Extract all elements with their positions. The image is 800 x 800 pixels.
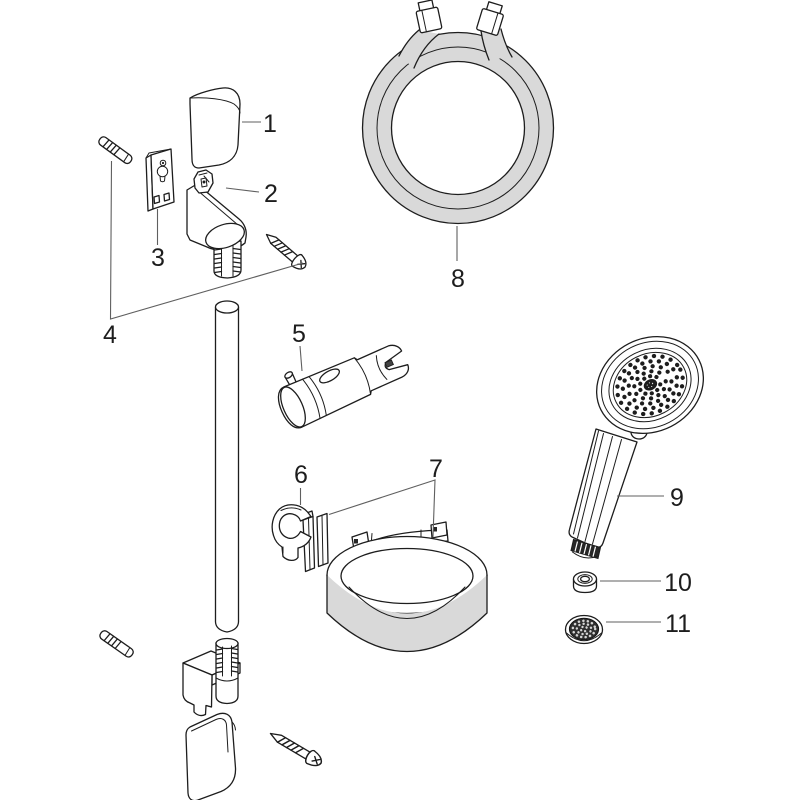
bracket-wall-plug	[213, 240, 242, 279]
part-label-11: 11	[665, 610, 691, 638]
part-label-7: 7	[429, 455, 443, 483]
bottom-cover-cap-icon	[185, 712, 237, 800]
ring-inner-rim	[340, 547, 474, 605]
screw-top-icon	[265, 233, 307, 270]
part-label-4: 4	[103, 321, 117, 349]
part-label-5: 5	[292, 320, 306, 348]
screw-bottom-icon	[269, 732, 323, 767]
part-label-8: 8	[451, 265, 465, 293]
part-label-10: 10	[664, 569, 692, 597]
part-label-6: 6	[294, 461, 308, 489]
keyhole-ring	[159, 159, 167, 167]
leader-5	[299, 345, 303, 372]
wall-mount-plate-icon	[145, 148, 175, 212]
bottom-bracket-icon	[182, 637, 241, 717]
nozzle-ring	[620, 358, 680, 412]
leader-4	[109, 160, 304, 320]
nozzle-ring	[615, 353, 685, 417]
bracket-barrel	[204, 222, 246, 250]
leader-lines	[109, 121, 664, 623]
slider-bracket-icon	[186, 169, 247, 279]
holder-oval-hole	[319, 368, 341, 384]
part-labels: 1 2 3 4 5 6 7 8 9 10 11	[103, 110, 692, 638]
nozzle-ring	[637, 374, 663, 396]
hose-right-fitting-icon	[476, 1, 504, 36]
spray-face	[595, 335, 705, 435]
shower-holder-icon	[277, 344, 410, 429]
shower-rail-icon	[214, 300, 240, 633]
filter-insert-icon	[564, 614, 604, 645]
leader-7	[328, 479, 436, 538]
holder-slot	[384, 359, 394, 368]
part-label-2: 2	[264, 180, 278, 208]
hose-left-tail	[399, 30, 439, 68]
part-label-3: 3	[151, 244, 165, 272]
shower-hose-icon	[361, 0, 555, 225]
nozzle-ring	[626, 364, 674, 406]
hose-left-fitting-icon	[415, 0, 443, 34]
phillips-cross-icon	[311, 755, 321, 765]
leader-2	[225, 187, 260, 193]
part-label-9: 9	[670, 484, 684, 512]
check-valve-nut-icon	[572, 571, 598, 594]
nozzle-ring	[632, 369, 668, 401]
rail-clip-icon	[271, 504, 329, 573]
wall-anchor-top-icon	[98, 136, 133, 165]
bottom-wall-plug	[215, 637, 239, 705]
spray-selector	[643, 379, 658, 391]
top-cover-cap-icon	[189, 87, 241, 169]
wall-anchor-bottom-icon	[99, 630, 134, 658]
hand-shower-icon	[568, 335, 705, 560]
hose-right-tail	[481, 29, 512, 60]
strap-tab	[430, 521, 448, 539]
holder-ring-icon	[326, 521, 488, 652]
part-label-1: 1	[263, 110, 277, 138]
keyhole	[156, 165, 169, 178]
